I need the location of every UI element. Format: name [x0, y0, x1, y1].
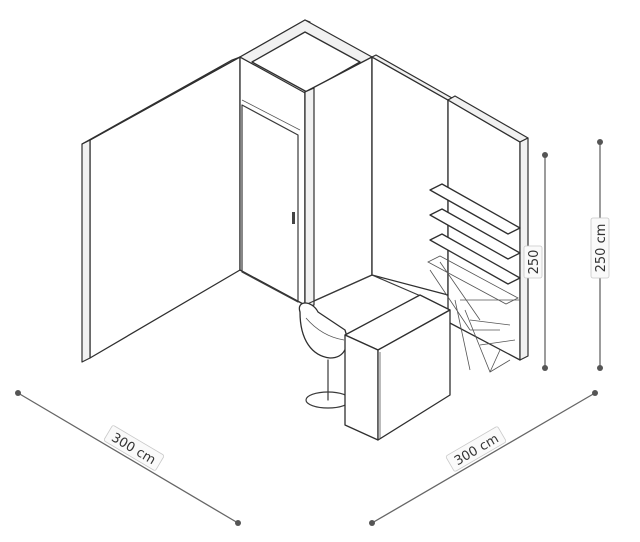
- back-right-wall: [304, 56, 373, 309]
- chair: [298, 302, 351, 409]
- door: [241, 99, 301, 303]
- inner-height-dimension: 250: [523, 152, 548, 371]
- counter: [344, 294, 451, 441]
- display-rack: [429, 261, 520, 373]
- height-label: 250 cm: [594, 224, 609, 273]
- inner-height-label: 250: [527, 250, 542, 275]
- height-dimension: 250 cm: [590, 139, 610, 371]
- left-wall: [81, 56, 241, 363]
- width-dimension: 300 cm: [15, 390, 241, 526]
- wall-shelves: [427, 183, 521, 305]
- floor-edge: [304, 274, 373, 306]
- right-wall: [371, 54, 529, 361]
